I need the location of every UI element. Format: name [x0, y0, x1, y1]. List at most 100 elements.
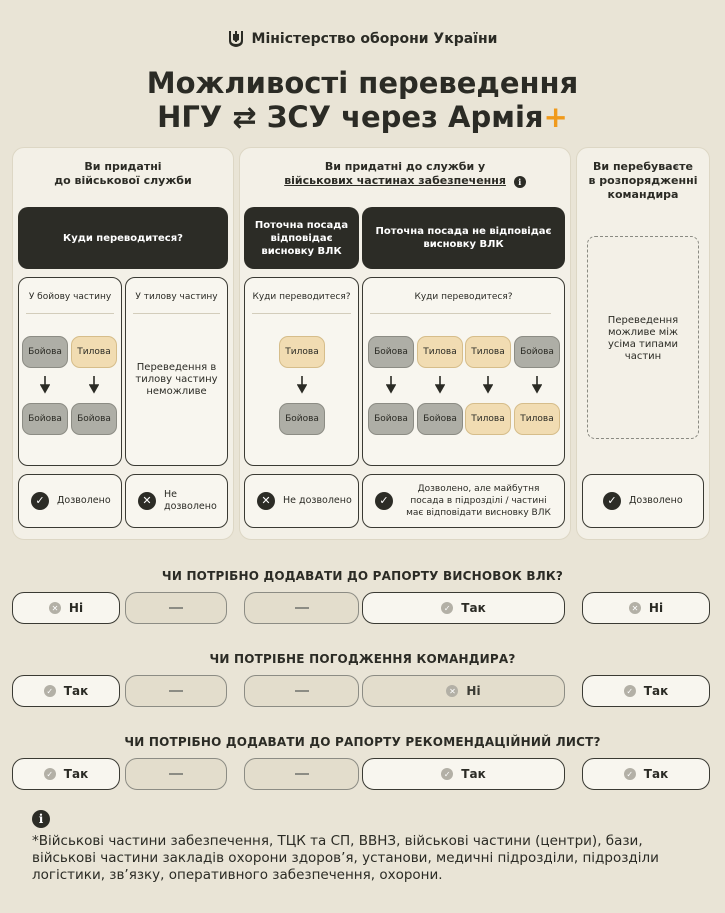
check-icon: ✓: [623, 685, 636, 697]
check-icon: ✓: [375, 492, 393, 510]
answer-pill-empty: [244, 675, 359, 707]
column-1-header: Ви придатні до військової служби: [12, 160, 234, 188]
chip-combat: Бойова: [417, 403, 463, 435]
answer-pill-empty: [125, 592, 227, 624]
status-label: Дозволено: [57, 495, 111, 506]
chip-combat: Бойова: [279, 403, 325, 435]
status-label: Дозволено: [629, 495, 683, 506]
answer-pill: ✕Ні: [362, 675, 565, 707]
question-2-title: ЧИ ПОТРІБНЕ ПОГОДЖЕННЯ КОМАНДИРА?: [209, 652, 516, 666]
chip-rear: Тилова: [71, 336, 117, 368]
answer-pill-empty: [244, 592, 359, 624]
arrow-down-icon: [386, 376, 396, 394]
divider: [26, 313, 114, 314]
support-units-link[interactable]: військових частинах забезпечення: [284, 174, 506, 187]
check-icon: ✓: [43, 768, 56, 780]
check-icon: ✓: [43, 685, 56, 697]
chip-combat: Бойова: [71, 403, 117, 435]
status-label: Не дозволено: [164, 489, 217, 512]
column-2-dark-right: Поточна посада не відповідає висновку ВЛ…: [362, 207, 565, 269]
status-not-allowed: ✕ Не дозволено: [244, 474, 359, 528]
answer-pill: ✓Так: [12, 758, 120, 790]
title-plus: +: [543, 100, 568, 134]
footnote-text: *Військові частини забезпечення, ТЦК та …: [32, 833, 659, 883]
rear-transfer-impossible-text: Переведення в тилову частину неможливе: [135, 362, 218, 397]
title-line-2-text: НГУ ⇄ ЗСУ через Армія: [157, 100, 544, 134]
chip-combat: Бойова: [368, 403, 414, 435]
divider: [252, 313, 351, 314]
column-1-combat-box: [18, 277, 122, 466]
check-icon: ✓: [31, 492, 49, 510]
dash-icon: [169, 607, 183, 609]
answer-pill: ✓ Так: [362, 592, 565, 624]
arrow-down-icon: [483, 376, 493, 394]
answer-pill: ✓ Так: [582, 675, 710, 707]
arrow-down-icon: [297, 376, 307, 394]
check-icon: ✓: [603, 492, 621, 510]
cross-icon: ✕: [48, 602, 61, 614]
info-icon: i: [32, 810, 50, 828]
answer-pill: ✕ Ні: [582, 592, 710, 624]
column-2-right-box: [362, 277, 565, 466]
column-3-dashed-text: Переведення можливе між усіма типами час…: [607, 315, 679, 362]
arrow-down-icon: [40, 376, 50, 394]
answer-pill-empty: [125, 675, 227, 707]
answer-label: Так: [63, 684, 89, 698]
status-not-allowed: ✕ Не дозволено: [125, 474, 228, 528]
chip-rear: Тилова: [514, 403, 560, 435]
answer-label: Так: [461, 601, 486, 615]
cross-icon: ✕: [138, 492, 156, 510]
column-3-header-line-2: в розпорядженні: [588, 174, 698, 187]
chip-rear: Тилова: [465, 336, 511, 368]
chip-combat: Бойова: [22, 403, 68, 435]
column-2-header-line-1: Ви придатні до служби у: [324, 160, 486, 173]
answer-label: Так: [643, 767, 669, 781]
column-2-header: Ви придатні до служби у військових части…: [239, 160, 571, 188]
cross-icon: ✕: [628, 602, 641, 614]
column-2-header-line-2: військових частинах забезпечення i: [239, 174, 571, 188]
status-label: Дозволено, але майбутня посада в підрозд…: [406, 484, 551, 518]
status-label: Не дозволено: [283, 495, 352, 506]
column-2-left-box: [244, 277, 359, 466]
ministry-header: Міністерство оборони України: [0, 30, 725, 48]
answer-label: Ні: [68, 601, 84, 615]
status-allowed: ✓ Дозволено: [18, 474, 122, 528]
chip-combat: Бойова: [22, 336, 68, 368]
chip-rear: Тилова: [279, 336, 325, 368]
title-line-1: Можливості переведення: [146, 66, 579, 100]
column-3-header-line-3: командира: [607, 188, 679, 201]
check-icon: ✓: [441, 602, 454, 614]
dash-icon: [294, 607, 309, 609]
chip-rear: Тилова: [417, 336, 463, 368]
info-icon[interactable]: i: [513, 176, 526, 188]
check-icon: ✓: [623, 768, 636, 780]
column-2-right-title: Куди переводитеся?: [414, 292, 513, 302]
arrow-down-icon: [435, 376, 445, 394]
ministry-name: Міністерство оборони України: [251, 31, 498, 47]
answer-pill-empty: [244, 758, 359, 790]
column-1-combat-title: У бойову частину: [28, 292, 112, 302]
dash-icon: [294, 690, 309, 692]
answer-pill: ✕ Ні: [12, 592, 120, 624]
answer-label: Ні: [466, 684, 481, 698]
answer-pill: ✓Так: [362, 758, 565, 790]
title-line-2: НГУ ⇄ ЗСУ через Армія+: [0, 100, 725, 134]
column-1-question-box: Куди переводитеся?: [18, 207, 228, 269]
answer-label: Так: [461, 767, 486, 781]
chip-rear: Тилова: [465, 403, 511, 435]
column-3-dashed-box: [587, 236, 699, 439]
column-1-rear-title: У тилову частину: [135, 292, 218, 302]
column-1-header-line-2: до військової служби: [54, 174, 192, 187]
dash-icon: [169, 690, 183, 692]
question-1-title: ЧИ ПОТРІБНО ДОДАВАТИ ДО РАПОРТУ ВИСНОВОК…: [161, 569, 564, 583]
cross-icon: ✕: [257, 492, 275, 510]
dash-icon: [294, 773, 309, 775]
answer-label: Так: [643, 684, 669, 698]
question-3-title: ЧИ ПОТРІБНО ДОДАВАТИ ДО РАПОРТУ РЕКОМЕНД…: [124, 735, 601, 749]
status-allowed: ✓ Дозволено: [582, 474, 704, 528]
answer-label: Ні: [648, 601, 664, 615]
page-title: Можливості переведення НГУ ⇄ ЗСУ через А…: [0, 66, 725, 134]
chip-combat: Бойова: [514, 336, 560, 368]
arrow-down-icon: [532, 376, 542, 394]
answer-pill: ✓ Так: [12, 675, 120, 707]
